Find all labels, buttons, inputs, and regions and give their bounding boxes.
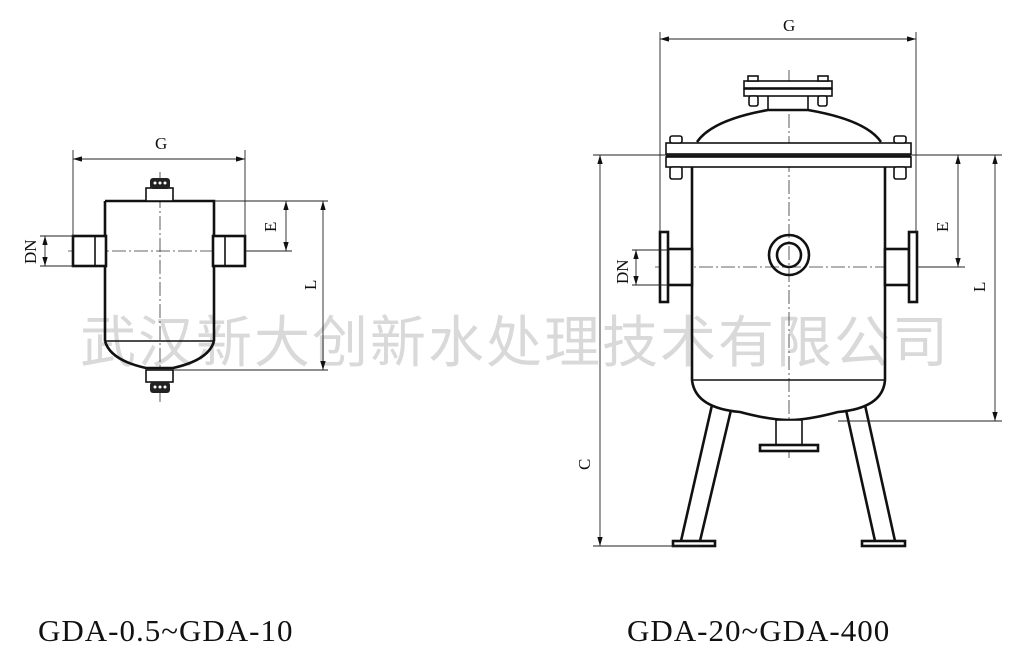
large-dim-c-label: C (575, 459, 594, 470)
large-separator-drawing: G DN E L C (575, 16, 1002, 548)
large-dim-l-label: L (970, 282, 989, 292)
small-model-caption: GDA-0.5~GDA-10 (38, 613, 294, 648)
large-model-caption: GDA-20~GDA-400 (627, 613, 890, 648)
small-dim-dn-label: DN (21, 239, 40, 264)
small-separator-drawing: G DN E L (21, 134, 328, 402)
large-dim-dn-label: DN (613, 259, 632, 284)
small-dim-l-label: L (301, 280, 320, 290)
large-dim-e-label: E (933, 222, 952, 232)
watermark: 武汉新大创新水处理技术有限公司 (80, 311, 950, 376)
large-dim-g-label: G (783, 16, 795, 35)
small-dim-e-label: E (261, 222, 280, 232)
small-dim-g-label: G (155, 134, 167, 153)
